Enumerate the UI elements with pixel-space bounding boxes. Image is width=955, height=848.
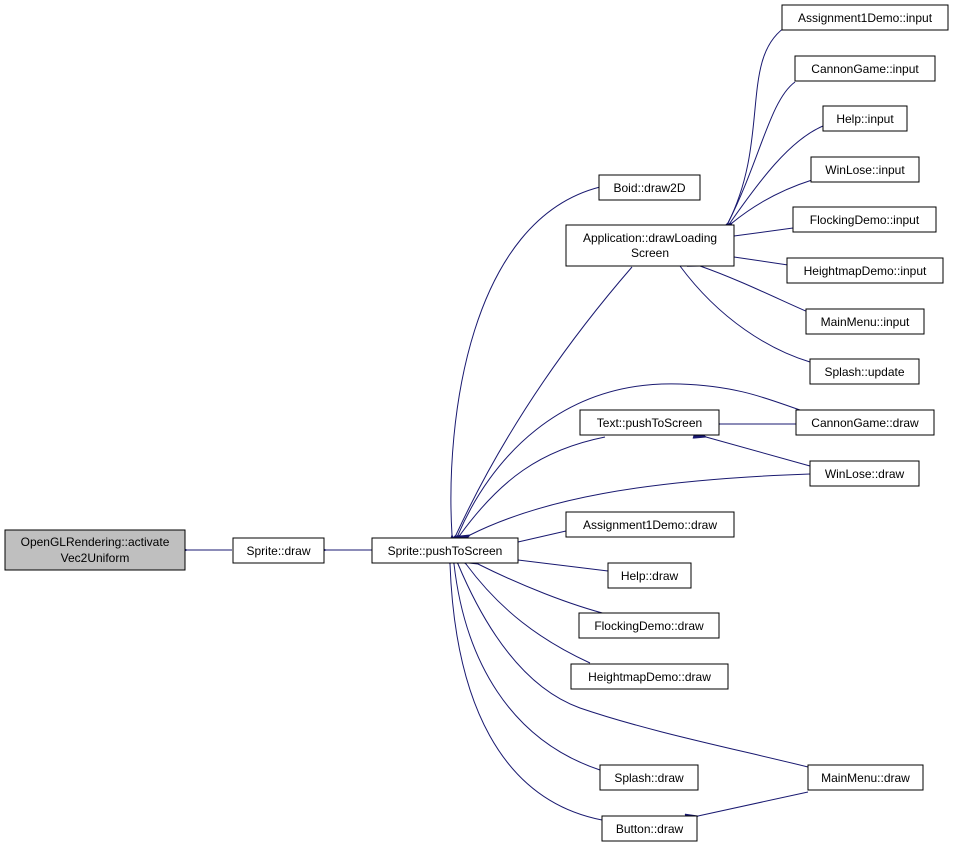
edge-flock-draw-to-sprite-push: [478, 564, 611, 616]
node-help-draw[interactable]: Help::draw: [607, 562, 692, 589]
edge-text-push-to-sprite-push: [460, 436, 606, 535]
node-sprite-push-to-screen[interactable]: Sprite::pushToScreen: [371, 537, 519, 564]
nodes: OpenGLRendering::activate Vec2Uniform Sp…: [4, 4, 949, 842]
edge-help-draw-to-sprite-push: [518, 560, 609, 572]
node-heightmapdemo-draw[interactable]: HeightmapDemo::draw: [570, 663, 729, 690]
node-label: CannonGame::draw: [811, 416, 919, 430]
node-label-line1: OpenGLRendering::activate: [21, 535, 170, 549]
node-label: Help::draw: [621, 569, 679, 583]
node-splash-draw[interactable]: Splash::draw: [599, 764, 699, 791]
node-assignment1demo-draw[interactable]: Assignment1Demo::draw: [565, 511, 735, 538]
node-assignment1demo-input[interactable]: Assignment1Demo::input: [781, 4, 949, 31]
node-label: Text::pushToScreen: [597, 416, 702, 430]
edge-hm-input-to-app-loading: [734, 257, 789, 266]
node-label: Assignment1Demo::input: [798, 11, 933, 25]
node-label: MainMenu::draw: [821, 771, 910, 785]
node-cannongame-draw[interactable]: CannonGame::draw: [795, 409, 935, 436]
node-label-line1: Application::drawLoading: [583, 231, 717, 245]
node-label-line2: Screen: [631, 246, 669, 260]
edge-a1-draw-to-sprite-push: [518, 530, 567, 542]
node-label: MainMenu::input: [821, 315, 910, 329]
node-mainmenu-input[interactable]: MainMenu::input: [805, 308, 925, 335]
edge-splash-update-to-app-loading: [680, 266, 811, 363]
node-label: Splash::draw: [614, 771, 684, 785]
node-flockingdemo-input[interactable]: FlockingDemo::input: [792, 206, 937, 233]
node-cannongame-input[interactable]: CannonGame::input: [794, 55, 936, 82]
node-mainmenu-draw[interactable]: MainMenu::draw: [807, 764, 924, 791]
node-label: FlockingDemo::draw: [594, 619, 704, 633]
node-text-push-to-screen[interactable]: Text::pushToScreen: [579, 409, 720, 436]
edge-flock-input-to-app-loading: [734, 227, 794, 236]
node-winlose-draw[interactable]: WinLose::draw: [809, 460, 920, 487]
node-label: Splash::update: [824, 365, 904, 379]
edge-a1-input-to-app-loading: [728, 27, 785, 223]
node-label: CannonGame::input: [811, 62, 919, 76]
node-label: WinLose::draw: [825, 467, 905, 481]
edge-button-draw-to-sprite-push: [450, 564, 603, 821]
edge-winlose-input-to-app-loading: [732, 179, 813, 223]
node-label: Button::draw: [616, 822, 684, 836]
node-label: HeightmapDemo::draw: [588, 670, 711, 684]
node-help-input[interactable]: Help::input: [822, 105, 908, 132]
edge-cannon-input-to-app-loading: [728, 81, 796, 223]
node-label: WinLose::input: [825, 163, 905, 177]
node-flockingdemo-draw[interactable]: FlockingDemo::draw: [578, 612, 720, 639]
edge-mm-draw-to-button-draw: [698, 791, 809, 816]
edge-cannon-draw-to-sprite-push: [458, 383, 801, 535]
node-label: Help::input: [836, 112, 894, 126]
edge-splash-draw-to-sprite-push: [454, 564, 601, 771]
edge-mm-draw-to-sprite-push: [458, 564, 809, 768]
node-label-line2: Vec2Uniform: [61, 551, 130, 565]
edge-help-input-to-app-loading: [730, 125, 824, 223]
node-label: Sprite::draw: [246, 544, 310, 558]
node-label: HeightmapDemo::input: [804, 264, 927, 278]
edge-hm-draw-to-sprite-push: [466, 564, 591, 664]
node-label: Sprite::pushToScreen: [388, 544, 503, 558]
node-opengl-activate-vec2uniform[interactable]: OpenGLRendering::activate Vec2Uniform: [4, 529, 186, 571]
node-winlose-input[interactable]: WinLose::input: [810, 156, 920, 183]
edge-mm-input-to-app-loading: [700, 266, 809, 313]
node-label: FlockingDemo::input: [810, 213, 920, 227]
node-sprite-draw[interactable]: Sprite::draw: [232, 537, 325, 564]
node-boid-draw2d[interactable]: Boid::draw2D: [598, 174, 701, 201]
edge-winlose-draw-to-text-push: [706, 437, 811, 467]
edge-boid-to-sprite-push: [451, 186, 601, 535]
node-button-draw[interactable]: Button::draw: [601, 815, 698, 842]
edges: [187, 27, 824, 821]
edge-app-loading-to-sprite-push: [456, 266, 633, 535]
node-application-draw-loading-screen[interactable]: Application::drawLoading Screen: [565, 224, 735, 267]
node-heightmapdemo-input[interactable]: HeightmapDemo::input: [786, 257, 944, 284]
edge-winlose-draw-to-sprite-push: [470, 473, 811, 535]
node-splash-update[interactable]: Splash::update: [809, 358, 920, 385]
node-label: Assignment1Demo::draw: [583, 518, 717, 532]
node-label: Boid::draw2D: [613, 181, 685, 195]
